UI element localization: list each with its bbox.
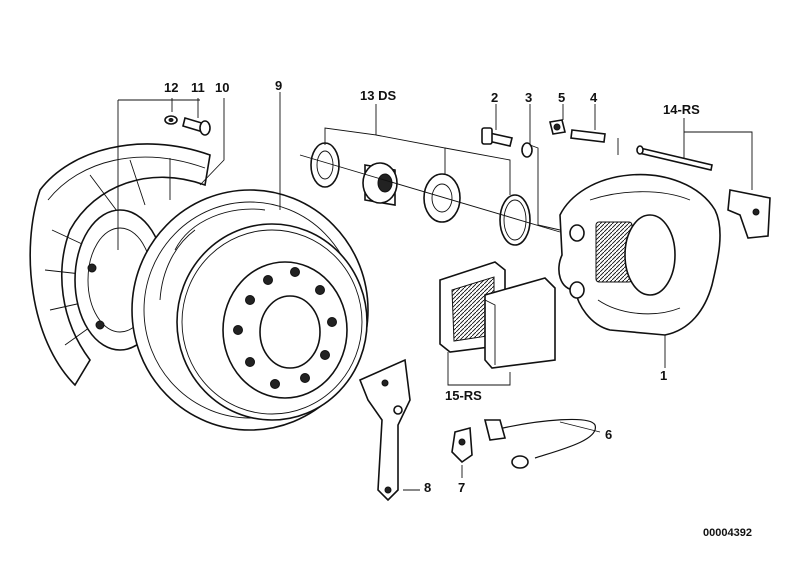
sensor-clip-part-7	[451, 426, 473, 464]
washer-part-12	[164, 115, 178, 125]
label-part-15: 15-RS	[445, 388, 482, 403]
label-part-14: 14-RS	[663, 102, 700, 117]
label-part-7: 7	[458, 480, 465, 495]
label-part-6: 6	[605, 427, 612, 442]
spring-clip-part-14	[727, 189, 771, 239]
label-part-10: 10	[215, 80, 229, 95]
pin-part-14	[636, 145, 713, 171]
label-part-9: 9	[275, 78, 282, 93]
bearing-set-part-13	[310, 142, 531, 246]
label-part-11: 11	[191, 80, 205, 95]
label-part-2: 2	[491, 90, 498, 105]
reference-code: 00004392	[703, 527, 752, 539]
label-part-4: 4	[590, 90, 598, 105]
bolt-part-2	[481, 127, 513, 147]
cap-part-4	[570, 129, 606, 143]
brake-pads-part	[439, 261, 556, 369]
brake-disc-part	[131, 189, 369, 431]
label-part-13: 13 DS	[360, 88, 396, 103]
bolt-part-11	[182, 116, 211, 136]
label-part-1: 1	[660, 368, 667, 383]
brake-caliper-part	[558, 173, 721, 336]
bleeder-part-5	[549, 119, 566, 135]
washer-part-3	[521, 142, 533, 158]
label-part-5: 5	[558, 90, 565, 105]
label-part-3: 3	[525, 90, 532, 105]
leader-lines	[117, 92, 753, 491]
wear-sensor-part-6	[483, 418, 596, 469]
bracket-part-8	[358, 358, 411, 502]
label-part-8: 8	[424, 480, 431, 495]
part-labels: 1 2 3 4 5 6 7 8 9 10 11 12 13 DS 14-RS 1…	[164, 78, 700, 495]
disc-bolt-holes	[233, 267, 337, 389]
label-part-12: 12	[164, 80, 178, 95]
